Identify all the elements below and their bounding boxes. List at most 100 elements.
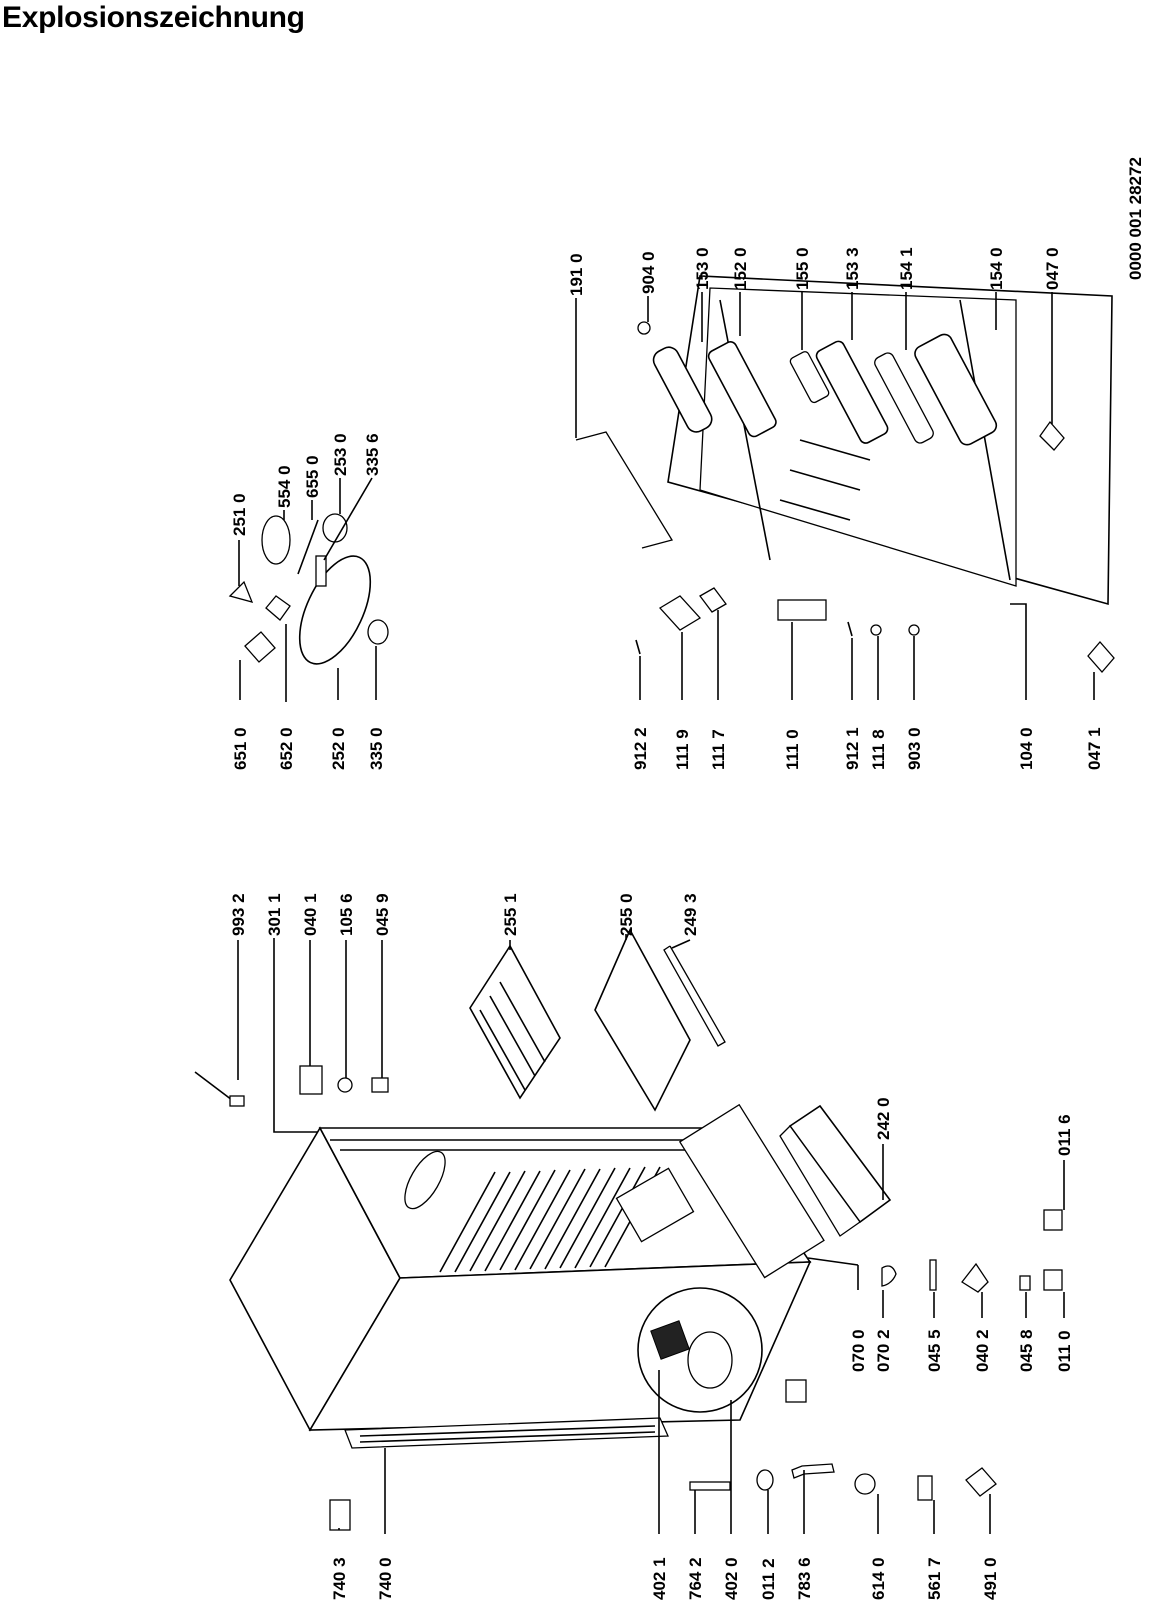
label-0471: 047 1	[1085, 727, 1104, 770]
part-2520-housing	[298, 555, 372, 665]
part-5540	[261, 515, 291, 565]
label-0116: 011 6	[1055, 1114, 1074, 1156]
label-9040: 904 0	[639, 251, 658, 294]
label-3350: 335 0	[367, 727, 386, 770]
label-5617: 561 7	[925, 1557, 944, 1600]
label-1541: 154 1	[897, 247, 916, 290]
balcony-1520	[707, 341, 777, 438]
label-2510: 251 0	[230, 493, 249, 536]
part-1117	[699, 587, 727, 613]
label-0700: 070 0	[849, 1329, 868, 1372]
label-1540: 154 0	[987, 247, 1006, 290]
label-1533: 153 3	[843, 247, 862, 290]
part-4910	[965, 1467, 997, 1497]
part-0402-hinge	[961, 1262, 989, 1293]
label-0110: 011 0	[1055, 1330, 1074, 1372]
part-9121-pin	[847, 621, 853, 637]
label-2520: 252 0	[329, 727, 348, 770]
part-labels: 740 3 740 0 402 1 764 2 402 0 011 2 783 …	[229, 247, 1104, 1600]
part-0401-bracket	[299, 1065, 323, 1095]
label-1118: 111 8	[869, 729, 888, 770]
gasket-1910	[575, 431, 674, 549]
part-6550	[297, 519, 319, 575]
label-7403: 740 3	[330, 1557, 349, 1600]
label-2550: 255 0	[617, 893, 636, 936]
part-7836	[791, 1463, 835, 1479]
leader-lines	[237, 292, 1095, 1534]
part-9030	[908, 624, 920, 636]
part-7403-cap	[329, 1499, 351, 1531]
part-0455	[929, 1259, 937, 1291]
label-0702: 070 2	[874, 1329, 893, 1372]
label-9932: 993 2	[229, 893, 248, 936]
cabinet-body	[229, 1103, 825, 1449]
part-2510	[228, 580, 254, 603]
label-1530: 153 0	[693, 247, 712, 290]
label-9030: 903 0	[905, 727, 924, 770]
part-3350-knob	[367, 619, 389, 645]
label-4020: 402 0	[722, 1557, 741, 1600]
wire-shelf-2551	[469, 944, 561, 1100]
part-0459-pin	[371, 1077, 389, 1093]
door-group	[575, 275, 1115, 673]
part-1118	[870, 624, 882, 636]
part-0470	[1039, 420, 1065, 451]
label-1520: 152 0	[731, 247, 750, 290]
part-0110-foot	[1043, 1269, 1063, 1291]
label-0112: 011 2	[759, 1558, 778, 1600]
label-0401: 040 1	[301, 893, 320, 936]
label-3011: 301 1	[265, 893, 284, 936]
part-5617	[917, 1475, 933, 1501]
label-2551: 255 1	[501, 893, 520, 936]
part-9040	[637, 321, 651, 335]
label-7836: 783 6	[795, 1557, 814, 1600]
part-1056-ring	[337, 1077, 353, 1093]
label-0470: 047 0	[1043, 247, 1062, 290]
egg-tray-1550	[789, 351, 830, 404]
condenser-grille	[344, 1417, 669, 1449]
label-1040: 104 0	[1017, 727, 1036, 770]
label-7642: 764 2	[686, 1557, 705, 1600]
label-1910: 191 0	[567, 253, 586, 296]
label-0459: 045 9	[373, 893, 392, 936]
label-3356: 335 6	[363, 433, 382, 476]
label-1110: 111 0	[783, 729, 802, 770]
label-1550: 155 0	[793, 247, 812, 290]
part-6520	[265, 595, 291, 621]
label-9122: 912 2	[631, 727, 650, 770]
label-1117: 111 7	[709, 729, 728, 770]
page-title: Explosionszeichnung	[2, 1, 305, 34]
part-0116-foot	[1043, 1209, 1063, 1231]
label-6520: 652 0	[277, 727, 296, 770]
part-0702	[881, 1265, 897, 1287]
shelf-trim-2493	[663, 945, 726, 1047]
balcony-1533	[815, 340, 889, 444]
label-9121: 912 1	[843, 727, 862, 770]
part-1119	[658, 595, 702, 631]
label-0402: 040 2	[973, 1329, 992, 1372]
part-0471	[1087, 641, 1115, 673]
part-9932-probe	[194, 1071, 245, 1107]
label-6510: 651 0	[231, 727, 250, 770]
part-1110	[777, 599, 827, 621]
part-7642-tube	[689, 1481, 731, 1491]
shelf-rails	[439, 1166, 661, 1273]
crisper-2420	[779, 1104, 892, 1237]
document-number: 0000 001 28272	[1126, 157, 1145, 280]
label-1056: 105 6	[337, 893, 356, 936]
label-6140: 614 0	[869, 1557, 888, 1600]
label-7400: 740 0	[376, 1557, 395, 1600]
part-0112	[756, 1469, 774, 1491]
label-5540: 554 0	[275, 465, 294, 508]
label-2530: 253 0	[331, 433, 350, 476]
label-4910: 491 0	[981, 1557, 1000, 1600]
label-2420: 242 0	[874, 1097, 893, 1140]
part-6140	[854, 1473, 876, 1495]
label-6550: 655 0	[303, 455, 322, 498]
part-3356	[315, 555, 327, 587]
part-0458-screw	[1019, 1275, 1031, 1291]
label-0458: 045 8	[1017, 1329, 1036, 1372]
balcony-1540	[914, 333, 998, 446]
label-4021: 402 1	[650, 1557, 669, 1600]
